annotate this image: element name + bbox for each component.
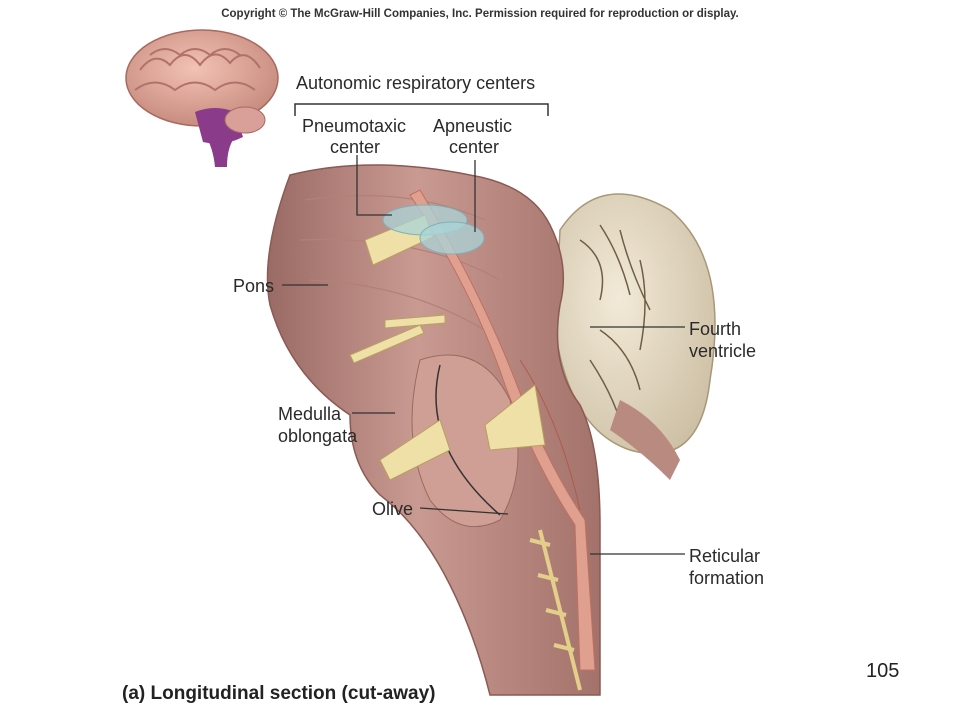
figure-caption: (a) Longitudinal section (cut-away) bbox=[122, 683, 436, 704]
brain-thumbnail bbox=[125, 29, 279, 167]
label-autonomic-centers: Autonomic respiratory centers bbox=[296, 73, 536, 93]
label-ventricle: ventricle bbox=[689, 341, 757, 361]
label-pneumotaxic: Pneumotaxic bbox=[302, 116, 407, 136]
label-fourth: Fourth bbox=[689, 319, 742, 339]
label-medulla: Medulla bbox=[278, 404, 342, 424]
label-pneumotaxic-center: center bbox=[330, 137, 381, 157]
copyright-notice: Copyright © The McGraw-Hill Companies, I… bbox=[221, 8, 739, 20]
label-pons: Pons bbox=[233, 276, 275, 296]
label-apneustic: Apneustic bbox=[433, 116, 513, 136]
page-number: 105 bbox=[866, 660, 900, 682]
autonomic-bracket bbox=[294, 103, 549, 116]
cerebellum bbox=[554, 193, 716, 480]
label-reticular: Reticular bbox=[689, 546, 761, 566]
respiratory-centers bbox=[382, 204, 485, 255]
label-oblongata: oblongata bbox=[278, 426, 358, 446]
leader-lines bbox=[282, 155, 685, 555]
label-formation: formation bbox=[689, 568, 765, 588]
ventral-roots bbox=[529, 529, 582, 691]
label-apneustic-center: center bbox=[449, 137, 500, 157]
label-olive: Olive bbox=[372, 499, 414, 519]
